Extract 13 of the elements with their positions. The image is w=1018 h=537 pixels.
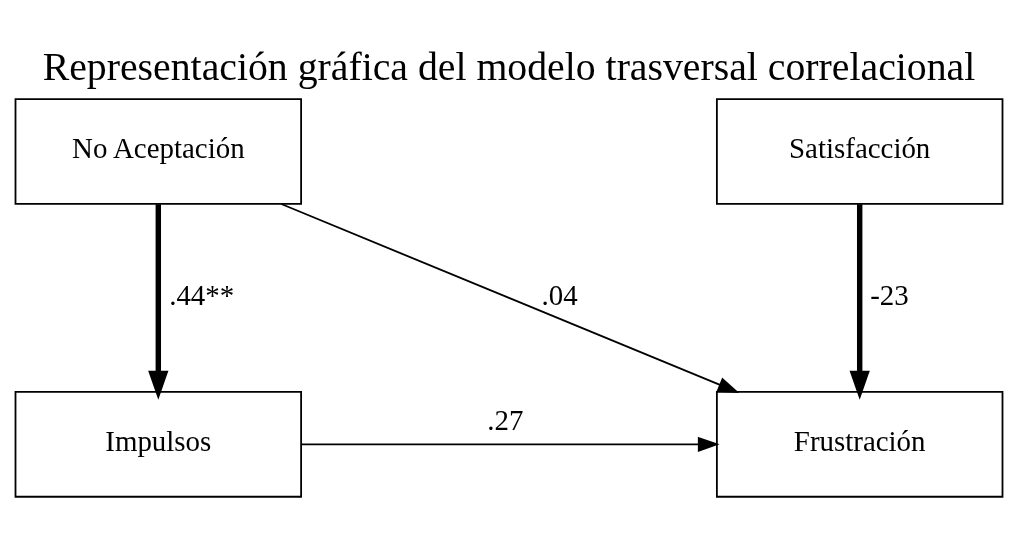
edge-label: .44** [169,278,235,311]
edge-label: -23 [870,278,909,311]
node-box: Impulsos [14,390,303,498]
arrow [301,436,720,452]
edge-label: .27 [487,403,524,436]
node-box: Satisfacción [715,97,1004,205]
arrow [280,202,740,393]
node-box: Frustración [715,390,1004,498]
arrow [849,203,870,400]
arrow [148,203,169,400]
diagram-title: Representación gráfica del modelo trasversal correlacional [42,44,976,89]
edge-label: .04 [541,278,578,311]
node-box: No Aceptación [14,97,303,205]
